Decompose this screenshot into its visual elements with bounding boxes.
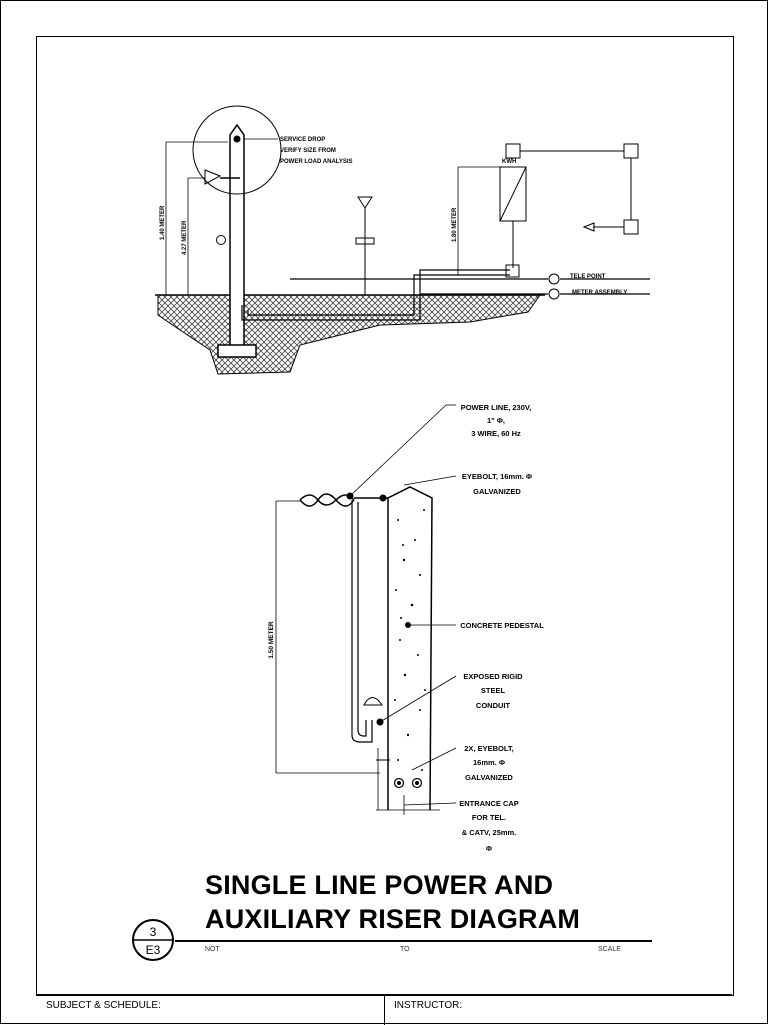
label-note-1: SERVICE DROP: [280, 137, 325, 143]
label-kwh: KWH: [502, 159, 516, 165]
drawing-frame: [36, 36, 734, 996]
title-underline: [175, 940, 652, 942]
drawing-title-line-1: SINGLE LINE POWER AND: [205, 870, 554, 900]
subject-schedule-label: SUBJECT & SCHEDULE:: [46, 1000, 161, 1011]
detail-sheet: E3: [146, 943, 161, 957]
soil-section: [157, 294, 541, 375]
rigid-conduit: [351, 500, 373, 743]
antenna-box: [355, 237, 375, 245]
label-height-2: 4.27 METER: [182, 220, 188, 255]
antenna-icon: [357, 196, 373, 209]
callout-eyebolt2-3: GALVANIZED: [465, 773, 513, 782]
callout-pedestal: CONCRETE PEDESTAL: [460, 621, 544, 630]
callout-entrance-cap-3: & CATV, 25mm.: [462, 828, 517, 837]
utility-pole: [229, 123, 245, 345]
label-note-2: VERIFY SIZE FROM: [280, 148, 336, 154]
concrete-speckles: [394, 509, 426, 771]
callout-conduit-2: STEEL: [481, 686, 506, 695]
callout-eyebolt-2: GALVANIZED: [473, 487, 521, 496]
label-line-a: TELE POINT: [570, 274, 606, 280]
pole-footing: [217, 344, 257, 358]
caption-scale: SCALE: [598, 946, 621, 953]
instructor-label: INSTRUCTOR:: [394, 1000, 463, 1011]
riser-detail: [275, 404, 457, 815]
underground-conduit: [241, 269, 510, 321]
label-height-3: 1.80 METER: [452, 207, 458, 242]
detail-marker: 3 E3: [132, 919, 174, 961]
caption-not: NOT: [205, 946, 220, 953]
eyebolt-bottom-2: [411, 777, 423, 789]
callout-conduit-1: EXPOSED RIGID: [463, 672, 523, 681]
callout-entrance-cap-4: Φ: [486, 844, 492, 853]
arrow-head: [582, 222, 595, 232]
eyebolt-top: [379, 494, 387, 502]
callout-conduit-3: CONDUIT: [476, 701, 511, 710]
top-labels: 1.40 METER 4.27 METER 1.80 METER SERVICE…: [160, 137, 627, 296]
callout-height: 1.50 METER: [268, 621, 275, 659]
weatherhead: [204, 169, 222, 185]
callout-power-line-2: 1" Φ,: [487, 416, 505, 425]
label-note-3: POWER LOAD ANALYSIS: [280, 159, 353, 165]
callout-power-line-3: 3 WIRE, 60 Hz: [471, 429, 521, 438]
corner-box-top: [623, 143, 639, 159]
callout-entrance-cap-1: ENTRANCE CAP: [459, 799, 519, 808]
title-block-footer: SUBJECT & SCHEDULE: INSTRUCTOR:: [36, 994, 732, 1025]
callout-eyebolt-1: EYEBOLT, 16mm. Φ: [462, 472, 532, 481]
panel-top-box: [505, 143, 521, 159]
junction-box: [505, 264, 520, 278]
caption-to: TO: [400, 946, 410, 953]
callout-eyebolt2-2: 16mm. Φ: [473, 758, 505, 767]
power-line: [299, 494, 355, 506]
corner-box-bottom: [623, 219, 639, 235]
label-line-b: METER ASSEMBLY: [572, 290, 627, 296]
drawing-title-line-2: AUXILIARY RISER DIAGRAM: [205, 904, 581, 934]
callout-eyebolt2-1: 2X, EYEBOLT,: [464, 744, 513, 753]
callout-entrance-cap-2: FOR TEL.: [472, 813, 506, 822]
top-elevation: [155, 105, 650, 375]
footer-divider: [384, 995, 385, 1025]
concrete-pedestal: [387, 486, 433, 811]
eyebolt-bottom-1: [393, 777, 405, 789]
entrance-cap: [363, 697, 383, 706]
label-height-1: 1.40 METER: [160, 205, 166, 240]
kwh-meter-symbol: [216, 235, 226, 245]
insulator: [233, 135, 241, 143]
callout-power-line-1: POWER LINE, 230V,: [461, 403, 532, 412]
detail-number: 3: [150, 925, 157, 939]
riser-labels: POWER LINE, 230V, 1" Φ, 3 WIRE, 60 Hz EY…: [268, 403, 544, 853]
detail-circle: [192, 105, 282, 195]
